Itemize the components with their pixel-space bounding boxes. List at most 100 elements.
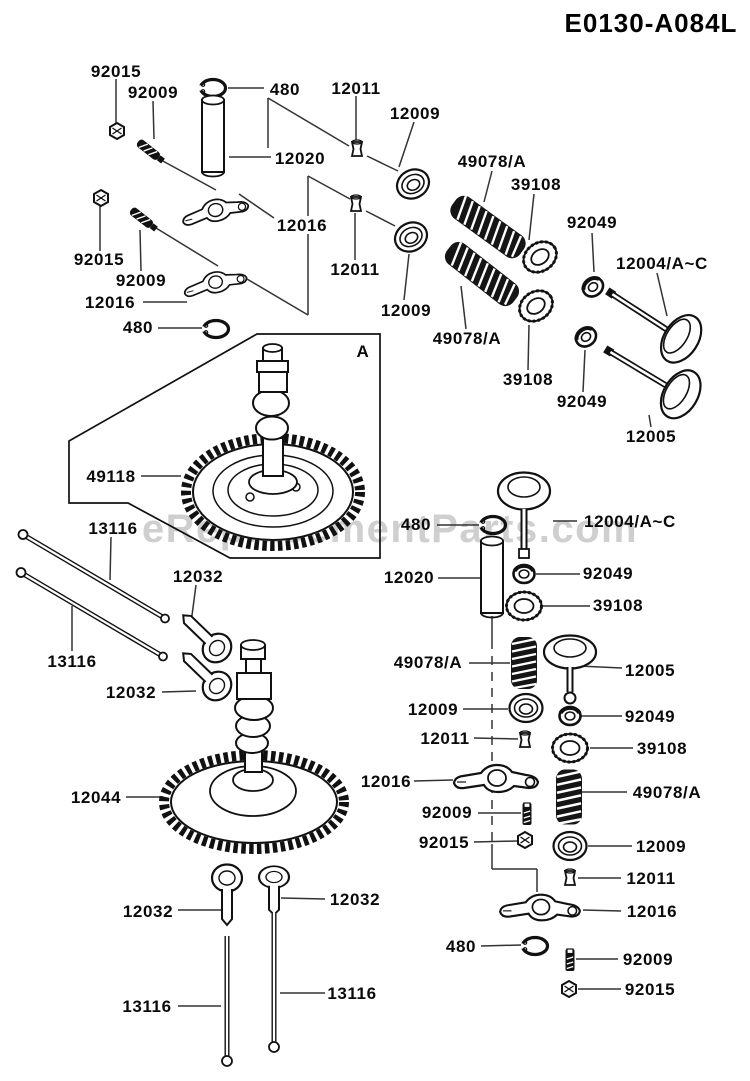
rocker-arm-3 (452, 763, 540, 794)
camshaft-shaft (252, 343, 290, 477)
callout-12032-2: 12032 (106, 683, 156, 702)
callout-12016-1: 12016 (277, 216, 327, 235)
callout-92009-1: 92009 (128, 83, 178, 102)
valve-guide-1 (201, 94, 225, 178)
oil-seal-4 (557, 705, 583, 727)
camshaft-gear-shaft (234, 639, 274, 773)
callout-12004-2: 12004/A~C (584, 512, 676, 531)
adjust-screw-4 (564, 948, 576, 972)
valve-guide-2 (480, 535, 504, 619)
spring-retainer-1 (390, 162, 436, 206)
leader-lines (71, 79, 668, 1007)
push-rod-2 (17, 568, 168, 661)
detail-box-label: A (357, 342, 370, 361)
callout-13116-3: 13116 (122, 997, 171, 1016)
callout-12032-3: 12032 (123, 902, 173, 921)
rocker-arm-1 (178, 191, 251, 231)
callout-49078-3: 49078/A (394, 653, 462, 672)
spring-retainer-3 (508, 692, 544, 724)
callout-12016-4: 12016 (627, 902, 677, 921)
callout-92049-2: 92049 (557, 392, 607, 411)
callout-49078-2: 49078/A (433, 329, 501, 348)
callout-12044: 12044 (71, 788, 121, 807)
adjust-screw-2 (127, 205, 160, 234)
locknut-3 (517, 831, 533, 849)
callout-480-3: 480 (401, 515, 431, 534)
callout-13116-4: 13116 (327, 984, 376, 1003)
callout-92009-2: 92009 (116, 271, 166, 290)
callout-13116-1: 13116 (88, 519, 137, 538)
diagram-title: E0130-A084L (565, 8, 738, 38)
callout-12011-2: 12011 (330, 260, 379, 279)
callout-12005-2: 12005 (625, 661, 675, 680)
intake-valve-2 (496, 471, 552, 559)
callout-92015-3: 92015 (419, 833, 469, 852)
callout-labels: 92015 92009 480 12011 12009 12020 49078/… (47, 62, 708, 1016)
tappet-1 (171, 603, 239, 670)
callout-12009-1: 12009 (390, 104, 440, 123)
callout-12011-3: 12011 (420, 729, 469, 748)
callout-13116-2: 13116 (47, 652, 96, 671)
valve-spring-4 (554, 768, 584, 826)
callout-480-4: 480 (446, 937, 476, 956)
locknut-2 (93, 189, 109, 207)
callout-49078-4: 49078/A (633, 783, 701, 802)
callout-12032-4: 12032 (330, 890, 380, 909)
callout-12005-1: 12005 (626, 427, 676, 446)
adjust-screw-1 (134, 137, 167, 166)
exhaust-valve-2 (542, 634, 598, 705)
circlip-2 (200, 318, 231, 340)
callout-39108-3: 39108 (593, 596, 643, 615)
spring-seat-2 (512, 282, 560, 330)
callout-39108-2: 39108 (503, 370, 553, 389)
spring-seat-4 (551, 732, 589, 764)
push-rod-4 (268, 912, 280, 1053)
push-rod-3 (221, 936, 233, 1067)
callout-92015-1: 92015 (91, 62, 141, 81)
callout-92009-4: 92009 (623, 950, 673, 969)
rocker-arm-2 (180, 264, 250, 302)
callout-12020-2: 12020 (384, 568, 434, 587)
circlip-4 (519, 935, 550, 957)
callout-92049-1: 92049 (567, 213, 617, 232)
oil-seal-1 (577, 271, 609, 303)
tappet-3 (210, 863, 244, 927)
valve-cotter-4 (564, 868, 576, 886)
oil-seal-2 (570, 321, 602, 353)
centerline (491, 616, 538, 892)
spring-retainer-4 (552, 830, 588, 862)
callout-12016-3: 12016 (361, 772, 411, 791)
locknut-4 (561, 980, 577, 998)
locknut-1 (109, 122, 125, 140)
valve-cotter-1 (351, 139, 363, 157)
callout-12009-4: 12009 (636, 837, 686, 856)
oil-seal-3 (511, 563, 537, 585)
valve-cotter-3 (519, 730, 531, 748)
circlip-1 (197, 77, 228, 99)
spring-seat-3 (505, 590, 543, 622)
rocker-arm-4 (499, 893, 581, 922)
valve-spring-3 (509, 635, 539, 691)
callout-92049-4: 92049 (625, 707, 675, 726)
callout-92015-2: 92015 (74, 250, 124, 269)
callout-12016-2: 12016 (85, 293, 135, 312)
callout-480-2: 480 (123, 318, 153, 337)
callout-480-1: 480 (270, 80, 300, 99)
callout-12011-4: 12011 (626, 869, 675, 888)
callout-39108-1: 39108 (511, 175, 561, 194)
callout-12009-3: 12009 (408, 700, 458, 719)
callout-92049-3: 92049 (583, 564, 633, 583)
spring-retainer-2 (388, 215, 434, 259)
callout-39108-4: 39108 (637, 739, 687, 758)
callout-12009-2: 12009 (381, 301, 431, 320)
valve-cotter-2 (350, 194, 362, 212)
callout-12004-1: 12004/A~C (616, 254, 708, 273)
adjust-screw-3 (521, 802, 533, 826)
callout-49078-1: 49078/A (458, 152, 526, 171)
camshaft-gear (159, 639, 349, 854)
callout-92009-3: 92009 (422, 803, 472, 822)
callout-12032-1: 12032 (173, 567, 223, 586)
detail-box-a (68, 333, 381, 559)
